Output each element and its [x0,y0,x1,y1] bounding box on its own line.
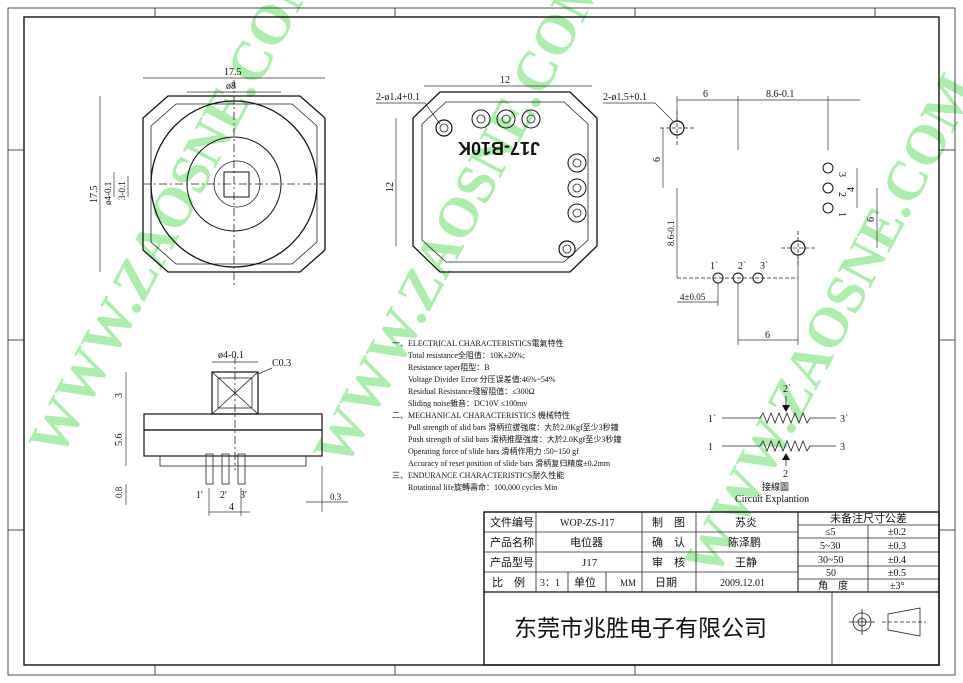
drawing-frame [7,7,956,676]
projection-symbol [849,607,926,637]
char-line-8: Pull strength of slid bars 滑柄拉拔強度：大於2.0K… [408,422,619,432]
circuit-diagram: 2` 1` 3` 1 3 2 接線圖 Circuit Explantion [708,384,848,505]
side-view-pin-2: 2' [220,490,227,501]
tol-range-1: ≤5 [825,527,836,538]
circuit-top-wiper: 2` [783,384,791,395]
char-line-4: Voltage Divider Error 分压误差值:46%~54% [408,374,556,384]
tol-title: 未备注尺寸公差 [830,511,907,525]
pcb-dim-6c: 6 [866,217,877,222]
circuit-bottom-right: 3 [840,442,845,453]
char-line-3: Resistance taper阻型：B [408,363,490,372]
pcb-dim-6d: 6 [765,330,770,341]
front-view-top-dim: 12 [500,75,510,86]
watermark-layer: WWW.ZAOSNE.COM WWW.ZAOSNE.COM WWW.ZAOSNE… [17,0,963,586]
top-view-height-dim: 17.5 [89,186,100,204]
pcb-dim-6b: 6 [652,157,663,162]
char-line-12: 三、ENDURANCE CHARACTERISTICS耐久性能 [392,470,564,480]
top-view-shaft-dim: ø8 [226,81,236,92]
front-view-part-label: J17-B10K [458,138,540,158]
top-view-flat-dim: 3-0.1 [117,181,127,200]
tb-value-name: 电位器 [570,535,603,549]
char-line-7: 二、MECHANICAL CHARACTERISTICS 機械特性 [392,410,570,420]
front-view-left-dim: 12 [385,182,396,192]
tol-value-1: ±0.2 [888,527,906,538]
title-block: 文件编号 WOP-ZS-J17 制 图 苏炎 产品名称 电位器 确 认 陈泽鹏 … [483,511,940,666]
pcb-dim-4pm: 4±0.05 [680,292,706,302]
char-line-9: Push strength of slid bars 滑柄推壓強度：大於2.0K… [408,434,621,444]
tol-value-3: ±0.4 [888,555,906,566]
tb-label-unit: 单位 [574,575,596,589]
side-view-dim-4: 4 [229,502,234,513]
tb-value-draw: 苏炎 [735,516,757,529]
top-view-shaft-small-dim: ø4-0.1 [103,182,113,205]
top-view-width-dim: 17.5 [224,67,242,78]
tol-value-5: ±3° [890,581,905,592]
circuit-caption-cn: 接線圖 [762,481,789,492]
tb-label-date: 日期 [655,576,677,589]
front-view: 12 12 2-ø1.4+0.1 J17-B10K [376,75,598,273]
circuit-bottom-wiper: 2 [783,469,788,480]
tol-range-4: 50 [826,568,836,579]
char-line-2: Total resistance全阻值：10K±20%; [408,350,525,360]
tol-range-3: 30~50 [818,555,843,566]
tb-value-model: J17 [582,557,598,569]
tb-value-scale: 3：1 [540,578,560,589]
tb-value-date: 2009.12.01 [720,578,765,589]
char-line-6: Sliding noise雜音：DC10V ≤100mv [408,398,527,408]
tol-range-2: 5~30 [820,541,840,552]
circuit-caption-en: Circuit Explantion [735,494,809,505]
pcb-dim-4: 4 [846,187,857,192]
side-view-shaft-dim: ø4-0.1 [218,350,244,361]
tb-company: 东莞市兆胜电子有限公司 [514,616,767,641]
char-line-10: Operating force of slide bars 滑柄作用力 :50~… [408,446,579,456]
side-view-chamfer-dim: C0.3 [272,358,291,369]
pcb-layout: 2-ø1.5+0.1 6 8.6-0.1 3 2 1 6 4 6 8.6-0.1… [603,89,878,345]
side-view: ø4-0.1 C0.3 3 5.6 0.8 0.3 1' 2' 3' 4 [114,350,348,516]
pcb-pin-1p: 1` [710,261,718,272]
side-view-dim-56: 5.6 [114,434,125,447]
char-line-1: 一、ELECTRICAL CHARACTERISTICS電氣特性 [392,338,563,348]
tb-label-draw: 制 图 [652,516,685,529]
circuit-bottom-left: 1 [708,442,713,453]
side-view-pin-1: 1' [196,490,203,501]
tb-label-model: 产品型号 [490,555,534,569]
side-view-dim-08: 0.8 [114,486,124,498]
tb-value-review: 王静 [735,555,757,569]
tolerance-table: 未备注尺寸公差 ≤5 ±0.2 5~30 ±0.3 30~50 ±0.4 50 … [797,511,940,593]
watermark-1: WWW.ZAOSNE.COM [17,0,334,466]
tb-value-unit: MM [620,578,636,588]
side-view-dim-03: 0.3 [330,492,342,502]
tb-label-docno: 文件编号 [490,515,534,529]
pcb-pin-2: 2 [836,192,847,197]
top-view: 17.5 ø8 17.5 ø4-0.1 3-0.1 [89,67,326,285]
side-view-dim-3: 3 [114,393,125,398]
tb-label-scale: 比 例 [492,575,525,589]
pcb-dim-86b: 8.6-0.1 [666,221,676,247]
tb-value-confirm: 陈泽鹏 [728,535,761,549]
watermark-3: WWW.ZAOSNE.COM [672,64,963,586]
pcb-pin-3p: 3` [760,261,768,272]
front-view-holes-dim: 2-ø1.4+0.1 [376,92,420,103]
tol-value-4: ±0.5 [888,568,906,579]
char-line-5: Residual Resistance殘留阻值：≤300Ω [408,386,535,396]
tb-label-name: 产品名称 [490,535,534,549]
pcb-holes-dim: 2-ø1.5+0.1 [603,92,647,103]
tb-label-confirm: 确 认 [652,536,685,549]
pcb-pin-1: 1 [836,212,847,217]
tol-range-5: 角 度 [818,579,848,592]
pcb-dim-6a: 6 [703,89,708,100]
pcb-dim-86a: 8.6-0.1 [766,89,794,100]
circuit-top-left: 1` [708,414,716,425]
pcb-pin-2p: 2` [738,261,746,272]
characteristics-notes: 一、ELECTRICAL CHARACTERISTICS電氣特性 Total r… [392,338,621,492]
pcb-pin-3: 3 [836,172,847,177]
side-view-pin-3: 3' [240,490,247,501]
tol-value-2: ±0.3 [888,541,906,552]
circuit-top-right: 3` [840,414,848,425]
char-line-11: Accuracy of reset position of slide bars… [408,458,611,468]
tb-value-docno: WOP-ZS-J17 [560,518,614,529]
char-line-13: Rotational life旋轉壽命：100,000 cycles Min [408,482,557,492]
tb-label-review: 审 核 [652,555,685,569]
